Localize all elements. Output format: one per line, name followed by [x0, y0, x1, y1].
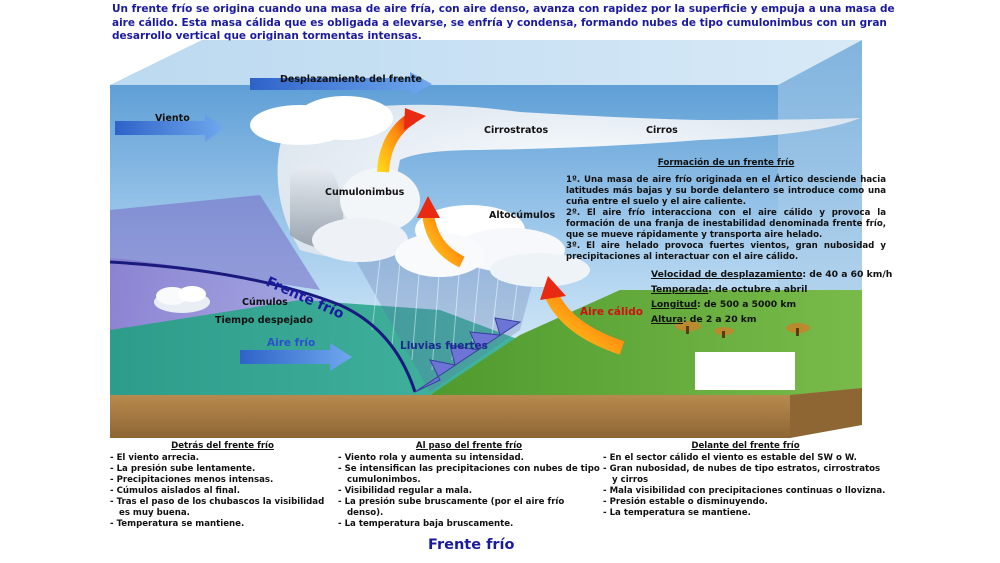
sea-ground: [110, 300, 520, 395]
list-item: - La presión sube lentamente.: [110, 464, 256, 474]
wind-arrow: [115, 114, 224, 142]
cold-air-arrow: [240, 343, 352, 371]
label-cirros: Cirros: [646, 125, 678, 136]
list-item: - Tras el paso de los chubascos la visib…: [110, 497, 325, 518]
label-desplazamiento: Desplazamiento del frente: [280, 74, 422, 85]
page-title: Frente frío: [428, 537, 515, 553]
list-item: - Temperatura se mantiene.: [110, 519, 245, 529]
formation-step-2: 2º. El aire frío interacciona con el air…: [566, 208, 886, 240]
list-item: - Cúmulos aislados al final.: [110, 486, 241, 496]
formation-step-1: 1º. Una masa de aire frío originada en e…: [566, 175, 886, 207]
formation-title: Formación de un frente frío: [657, 158, 795, 168]
list-item: - Presión estable o disminuyendo.: [603, 497, 768, 507]
cumulus-cloud: [154, 286, 210, 313]
label-aire-frio: Aire frío: [267, 337, 316, 349]
list-item: - Se intensifican las precipitaciones co…: [338, 464, 600, 485]
label-cumulos: Cúmulos: [242, 297, 288, 308]
label-aire-calido: Aire cálido: [580, 306, 643, 318]
label-lluvias-fuertes: Lluvias fuertes: [400, 340, 488, 352]
trees: [675, 321, 810, 338]
cold-front-line: [109, 260, 417, 393]
fact-velocidad: Velocidad de desplazamiento: de 40 a 60 …: [651, 269, 893, 280]
intro-text: Un frente frío se origina cuando una mas…: [112, 3, 895, 42]
label-altocumulos: Altocúmulos: [489, 210, 556, 221]
list-item: - Visibilidad regular a mala.: [338, 486, 473, 496]
soil-side: [790, 388, 862, 438]
column-title: Delante del frente frío: [691, 441, 800, 451]
column-ahead-front: Delante del frente frío - En el sector c…: [603, 441, 888, 519]
rising-arrow-top-head: [404, 108, 426, 130]
column-title: Detrás del frente frío: [171, 441, 274, 451]
front-triangles: [414, 317, 522, 393]
warm-air-arrow: [545, 292, 625, 355]
list-item: - Mala visibilidad con precipitaciones c…: [603, 486, 886, 496]
list-item: - La presión sube bruscamente (por el ai…: [338, 497, 565, 518]
rising-arrow-mid-head: [417, 196, 440, 218]
soil-front: [110, 395, 790, 438]
cold-air-upper: [110, 195, 320, 290]
blank-box: [695, 352, 795, 390]
warm-air-arrow-head: [540, 276, 566, 300]
list-item: - El viento arrecia.: [110, 453, 200, 463]
fact-longitud: Longitud: de 500 a 5000 km: [651, 299, 797, 310]
front-displacement-arrow: [250, 72, 432, 96]
cumulonimbus-cloud: [250, 96, 860, 262]
formation-panel: Formación de un frente frío 1º. Una masa…: [566, 158, 886, 263]
label-cirrostratos: Cirrostratos: [484, 125, 549, 136]
altocumulus-cloud: [395, 205, 590, 287]
list-item: - Gran nubosidad, de nubes de tipo estra…: [603, 464, 881, 485]
list-item: - Viento rola y aumenta su intensidad.: [338, 453, 524, 463]
box-top-face: [110, 40, 862, 85]
fact-temporada: Temporada: de octubre a abril: [651, 284, 808, 295]
column-title: Al paso del frente frío: [415, 441, 523, 451]
formation-step-3: 3º. El aire helado provoca fuertes vient…: [566, 241, 886, 262]
label-cumulonimbus: Cumulonimbus: [325, 187, 405, 198]
list-item: - En el sector cálido el viento es estab…: [603, 453, 857, 463]
label-viento: Viento: [155, 113, 190, 124]
list-item: - La temperatura baja bruscamente.: [338, 519, 514, 529]
rising-arrow-mid: [422, 213, 465, 268]
list-item: - Precipitaciones menos intensas.: [110, 475, 274, 485]
column-at-front: Al paso del frente frío - Viento rola y …: [338, 441, 600, 530]
fact-altura: Altura: de 2 a 20 km: [651, 314, 757, 325]
facts-panel: Velocidad de desplazamiento: de 40 a 60 …: [651, 267, 892, 327]
list-item: - La temperatura se mantiene.: [603, 508, 751, 518]
column-behind-front: Detrás del frente frío - El viento arrec…: [110, 441, 335, 530]
label-tiempo-despejado: Tiempo despejado: [215, 315, 313, 326]
